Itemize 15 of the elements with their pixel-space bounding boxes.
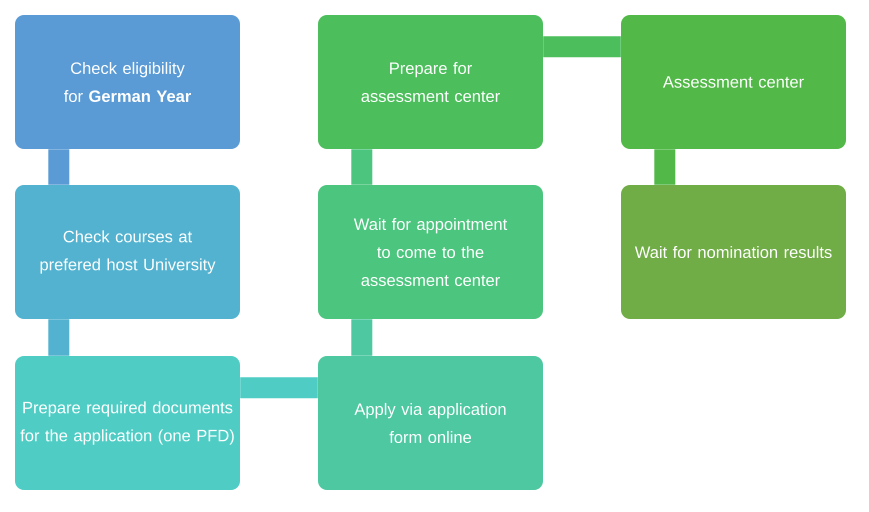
step-box: Check eligibility for German Year <box>15 15 240 149</box>
connector-bar <box>48 319 70 356</box>
connector-bar <box>351 319 372 356</box>
connector-bar <box>48 149 70 185</box>
step-box: Assessment center <box>621 15 846 149</box>
step-box: Wait for appointment to come to the assessment center <box>318 185 543 319</box>
connector-bar <box>543 36 621 58</box>
step-box: Apply via application form online <box>318 356 543 490</box>
step-box: Check courses at prefered host University <box>15 185 240 319</box>
step-box: Prepare for assessment center <box>318 15 543 149</box>
connector-bar <box>654 149 676 185</box>
step-box: Wait for nomination results <box>621 185 846 319</box>
connector-bar <box>351 149 372 185</box>
connector-bar <box>240 377 318 398</box>
step-box: Prepare required documents for the application (one PFD) <box>15 356 240 490</box>
